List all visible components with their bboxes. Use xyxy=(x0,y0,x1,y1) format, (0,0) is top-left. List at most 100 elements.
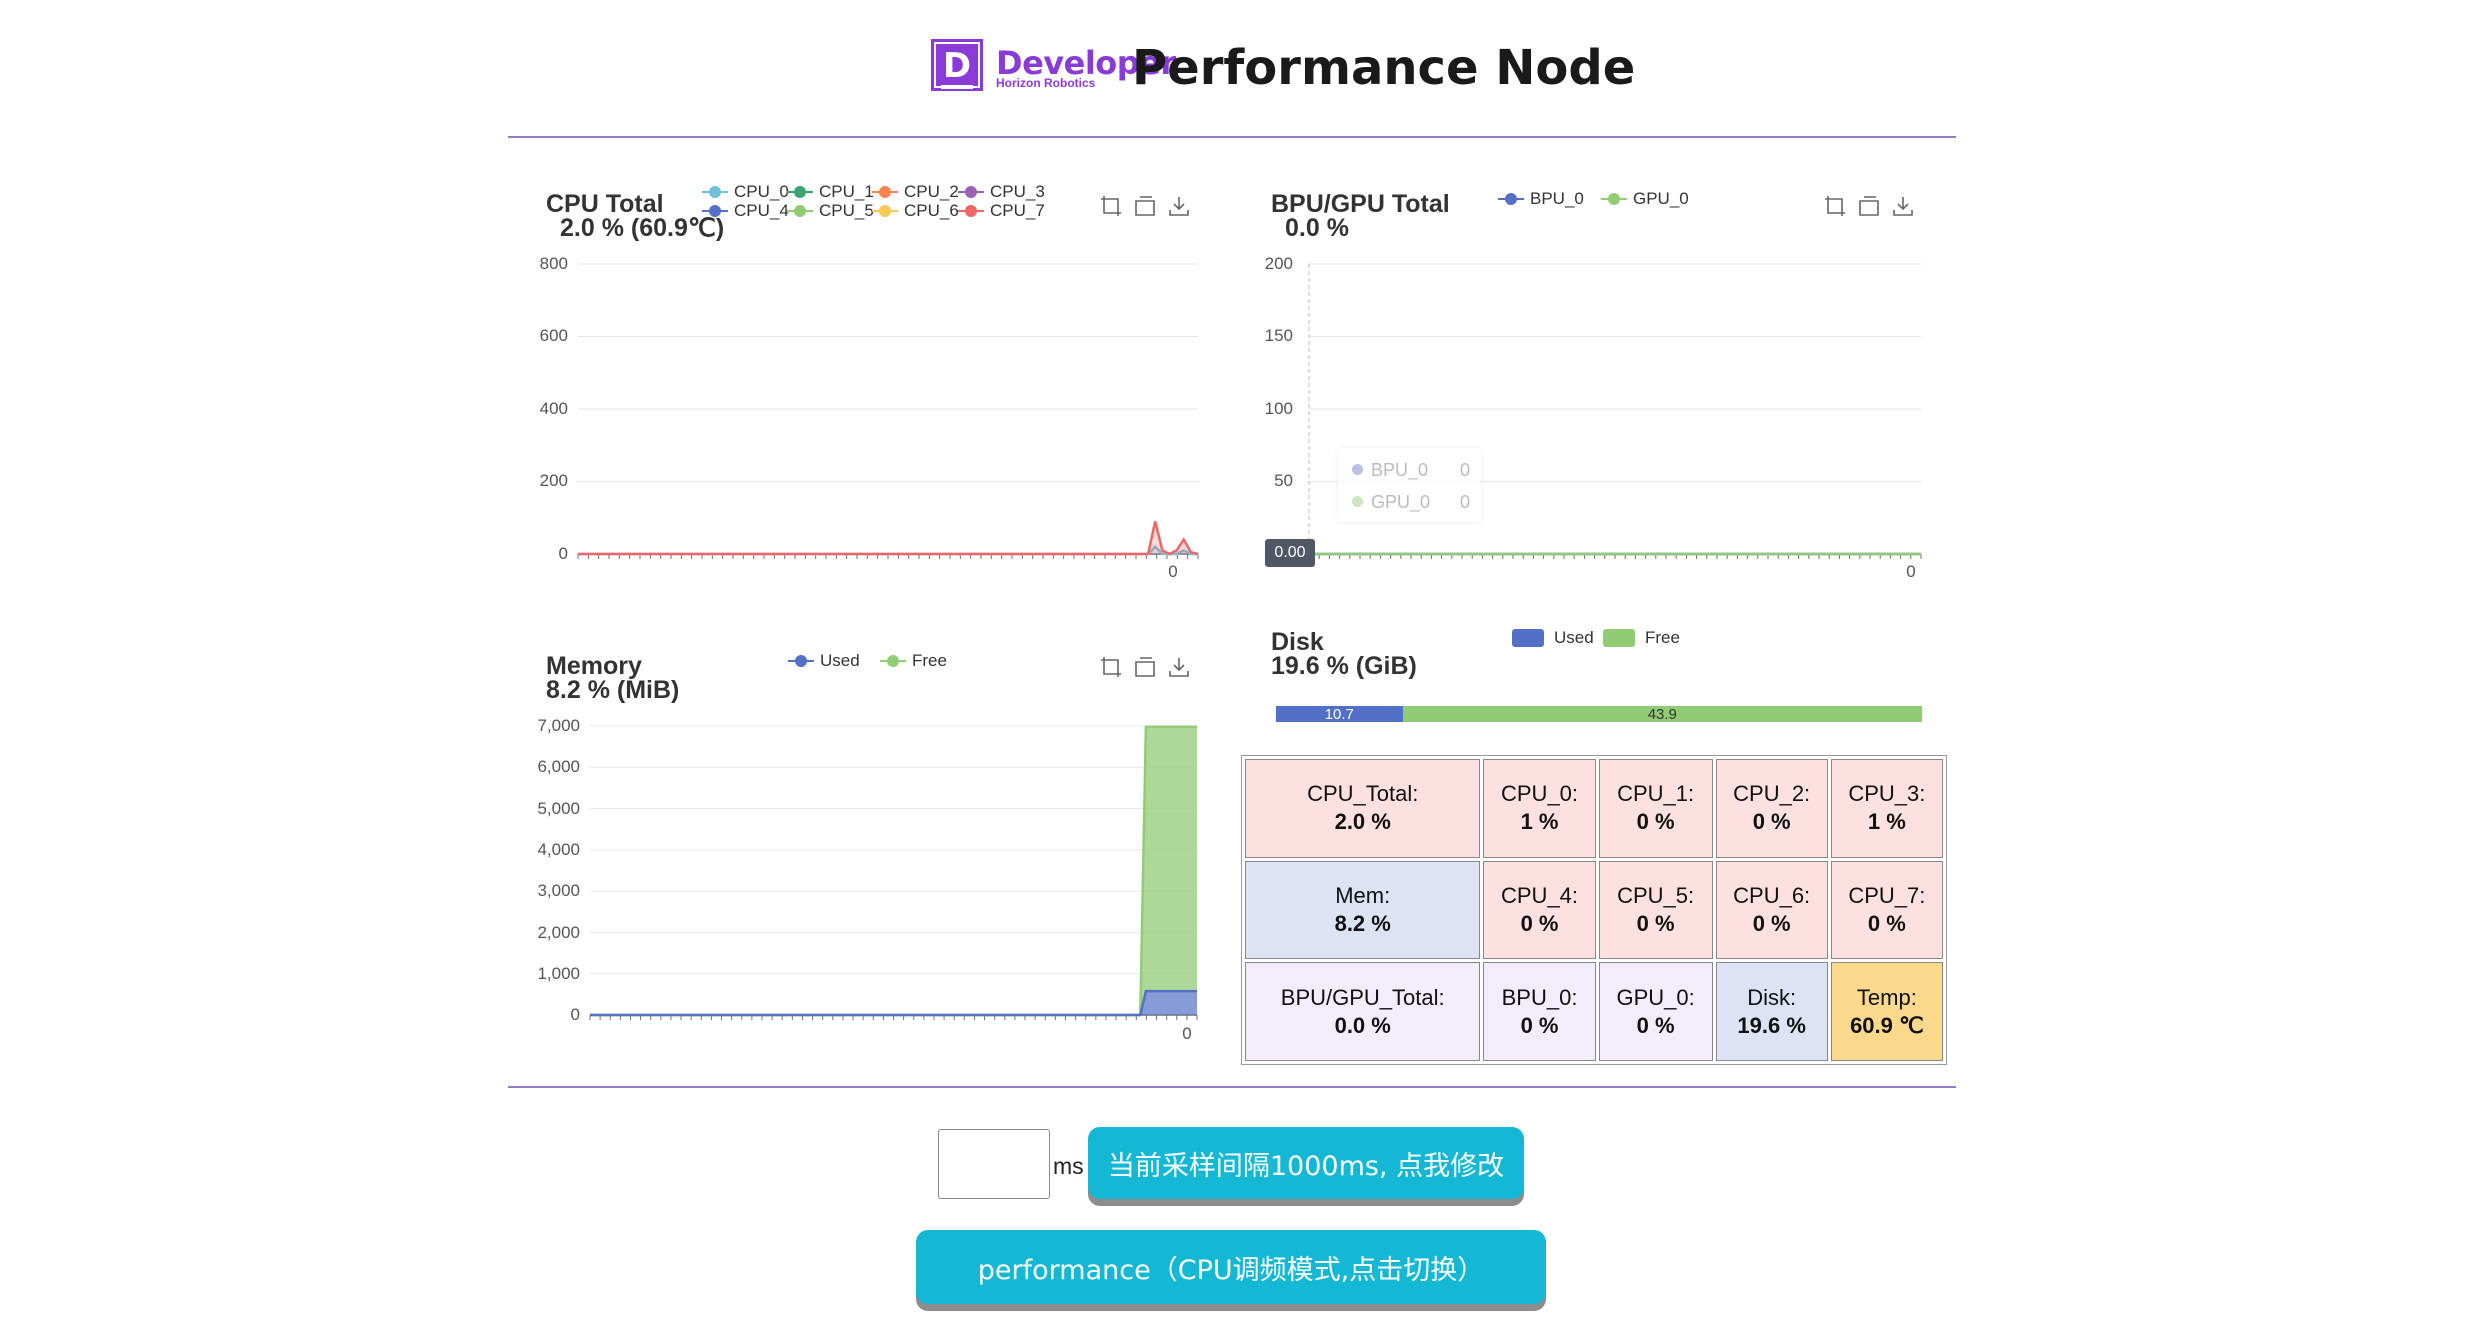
zoom-icon[interactable] xyxy=(1824,195,1846,217)
legend-item-cpu-0[interactable]: CPU_0 xyxy=(702,182,789,202)
y-tick-label: 0 xyxy=(570,1005,580,1025)
tooltip-row-name: GPU_0 xyxy=(1371,492,1431,512)
disk-free-segment: 43.9 xyxy=(1402,706,1922,723)
stat-label: CPU_Total: xyxy=(1307,781,1419,807)
y-tick-label: 7,000 xyxy=(537,716,580,735)
legend-item-cpu-7[interactable]: CPU_7 xyxy=(958,201,1045,221)
legend-item-cpu-5[interactable]: CPU_5 xyxy=(787,201,874,221)
series-area-free xyxy=(590,726,1197,1015)
stat-label: Mem: xyxy=(1335,882,1391,908)
restore-icon[interactable] xyxy=(1858,195,1880,217)
download-icon[interactable] xyxy=(1892,195,1914,217)
stat-value: 1 % xyxy=(1520,809,1559,835)
stat-cell: CPU_6:0 % xyxy=(1715,860,1828,960)
disk-legend-used[interactable]: Used xyxy=(1512,628,1594,648)
interval-input[interactable] xyxy=(938,1129,1050,1199)
stats-row: CPU_Total:2.0 %CPU_0:1 %CPU_1:0 %CPU_2:0… xyxy=(1245,759,1943,858)
download-icon[interactable] xyxy=(1168,195,1190,217)
stats-table: CPU_Total:2.0 %CPU_0:1 %CPU_1:0 %CPU_2:0… xyxy=(1241,755,1947,1065)
bpu-tooltip: BPU_0 0 GPU_0 0 xyxy=(1338,448,1481,522)
y-tick-label: 0 xyxy=(558,543,568,563)
bpu-chart-plot[interactable] xyxy=(1300,250,1930,580)
legend-marker-icon xyxy=(958,203,984,219)
stat-cell: CPU_0:1 % xyxy=(1483,759,1596,858)
series-area-cpu_7 xyxy=(578,521,1198,554)
logo-subtext: Horizon Robotics xyxy=(996,76,1096,90)
disk-subtitle: 19.6 % (GiB) xyxy=(1271,652,1417,680)
bpu-x-tick: 0 xyxy=(1906,562,1916,581)
stat-value: 0.0 % xyxy=(1334,1012,1391,1038)
legend-label: CPU_4 xyxy=(734,201,789,220)
stat-value: 0 % xyxy=(1752,910,1791,936)
stat-value: 0 % xyxy=(1636,910,1675,936)
legend-label: CPU_1 xyxy=(819,182,874,201)
y-tick-label: 800 xyxy=(539,254,568,273)
stat-value: 1 % xyxy=(1867,809,1906,835)
stat-value: 8.2 % xyxy=(1334,910,1391,936)
cpu-chart-plot[interactable] xyxy=(570,250,1210,580)
y-tick-label: 100 xyxy=(1264,398,1293,418)
legend-item-cpu-1[interactable]: CPU_1 xyxy=(787,182,874,202)
y-tick-label: 3,000 xyxy=(537,881,580,901)
stat-value: 2.0 % xyxy=(1334,809,1391,835)
legend-item-used[interactable]: Used xyxy=(788,651,860,671)
stat-cell: CPU_2:0 % xyxy=(1715,759,1828,858)
series-line-used[interactable] xyxy=(590,989,1197,1017)
restore-icon[interactable] xyxy=(1134,195,1156,217)
stat-value: 0 % xyxy=(1636,809,1675,835)
axis-pointer-label: 0.00 xyxy=(1265,539,1315,567)
restore-icon[interactable] xyxy=(1134,656,1156,678)
legend-label: CPU_5 xyxy=(819,201,874,220)
zoom-icon[interactable] xyxy=(1100,195,1122,217)
legend-label: CPU_7 xyxy=(990,201,1045,220)
stat-cell: Temp:60.9 ℃ xyxy=(1830,962,1943,1061)
stat-label: CPU_0: xyxy=(1501,781,1579,807)
memory-chart-plot[interactable] xyxy=(580,715,1210,1045)
stat-cell: BPU_0:0 % xyxy=(1483,962,1596,1061)
stat-label: CPU_4: xyxy=(1501,882,1579,908)
series-line-cpu-7[interactable] xyxy=(578,521,1199,556)
legend-item-cpu-2[interactable]: CPU_2 xyxy=(872,182,959,202)
zoom-icon[interactable] xyxy=(1100,656,1122,678)
legend-label: CPU_2 xyxy=(904,182,959,201)
legend-marker-icon xyxy=(702,203,728,219)
change-interval-button[interactable]: 当前采样间隔1000ms, 点我修改 xyxy=(1088,1127,1524,1199)
stat-value: 19.6 % xyxy=(1737,1012,1806,1038)
stat-value: 0 % xyxy=(1636,1012,1675,1038)
legend-item-cpu-3[interactable]: CPU_3 xyxy=(958,182,1045,202)
y-tick-label: 50 xyxy=(1274,471,1293,491)
stats-row: Mem:8.2 %CPU_4:0 %CPU_5:0 %CPU_6:0 %CPU_… xyxy=(1245,860,1943,960)
legend-item-cpu-6[interactable]: CPU_6 xyxy=(872,201,959,221)
stat-cell: Mem:8.2 % xyxy=(1245,860,1481,960)
legend-marker-icon xyxy=(702,184,728,200)
cpu-mode-toggle-button[interactable]: performance（CPU调频模式,点击切换） xyxy=(916,1230,1546,1304)
y-tick-label: 6,000 xyxy=(537,757,580,777)
legend-item-bpu-0[interactable]: BPU_0 xyxy=(1498,189,1584,209)
legend-item-free[interactable]: Free xyxy=(880,651,947,671)
legend-label: Free xyxy=(912,651,947,670)
legend-label: Used xyxy=(820,651,860,670)
stat-label: CPU_3: xyxy=(1848,781,1926,807)
bpu-chart-subtitle: 0.0 % xyxy=(1285,214,1349,242)
legend-label: CPU_0 xyxy=(734,182,789,201)
stat-label: GPU_0: xyxy=(1616,984,1695,1010)
y-tick-label: 600 xyxy=(539,326,568,346)
bottom-divider xyxy=(508,1086,1956,1088)
series-line-free[interactable] xyxy=(590,725,1197,1017)
cpu-x-tick: 0 xyxy=(1168,562,1178,581)
legend-marker-icon xyxy=(1601,191,1627,207)
disk-legend-free[interactable]: Free xyxy=(1603,628,1680,648)
memory-chart-title: Memory xyxy=(546,652,642,680)
y-tick-label: 200 xyxy=(539,471,568,491)
stat-cell: CPU_3:1 % xyxy=(1830,759,1943,858)
legend-item-cpu-4[interactable]: CPU_4 xyxy=(702,201,789,221)
stat-cell: Disk:19.6 % xyxy=(1715,962,1828,1061)
stat-label: CPU_2: xyxy=(1733,781,1811,807)
logo-text: Developer xyxy=(996,44,1176,82)
y-tick-label: 200 xyxy=(1264,254,1293,273)
stat-cell: CPU_1:0 % xyxy=(1598,759,1713,858)
y-tick-label: 5,000 xyxy=(537,798,580,818)
download-icon[interactable] xyxy=(1168,656,1190,678)
legend-marker-icon xyxy=(788,653,814,669)
legend-item-gpu-0[interactable]: GPU_0 xyxy=(1601,189,1689,209)
